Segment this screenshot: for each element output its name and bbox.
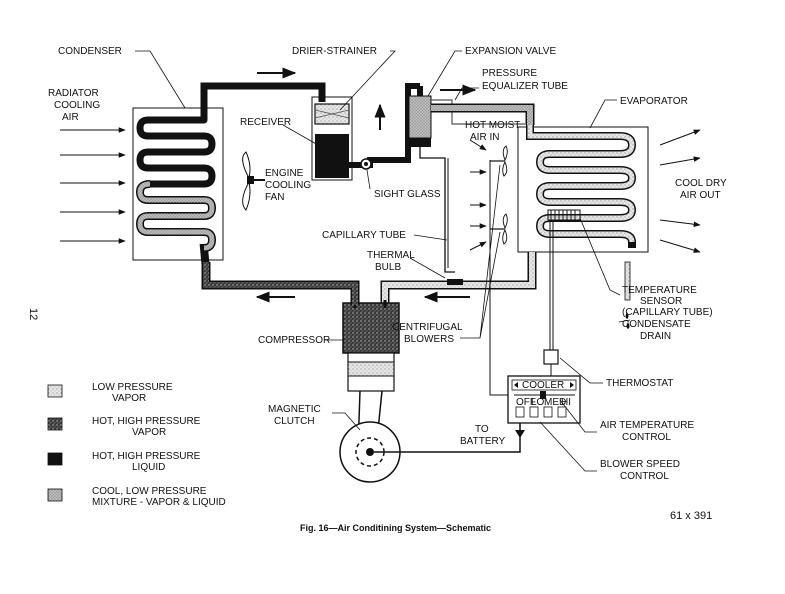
temperature-slider bbox=[540, 391, 546, 399]
figure-caption: Fig. 16—Air Conditining System—Schematic bbox=[300, 523, 491, 533]
legend-low-line1: LOW PRESSURE bbox=[92, 382, 173, 393]
expansion-valve bbox=[408, 95, 432, 139]
label-clutch: CLUTCH bbox=[274, 416, 315, 427]
legend-low-line2: VAPOR bbox=[112, 393, 146, 404]
label-thermal: THERMAL bbox=[367, 250, 415, 261]
label-pressure: PRESSURE bbox=[482, 68, 537, 79]
label-radiator: RADIATOR bbox=[48, 88, 99, 99]
label-sensor: SENSOR bbox=[640, 296, 682, 307]
label-air-out: AIR OUT bbox=[680, 190, 721, 201]
label-engine-cooling: COOLING bbox=[265, 180, 311, 191]
condenser-coil-upper bbox=[136, 92, 216, 188]
label-blower-speed: BLOWER SPEED bbox=[600, 459, 680, 470]
svg-text:OFF: OFF bbox=[516, 397, 536, 408]
leader-lines bbox=[135, 50, 631, 472]
legend-hot-line1: HOT, HIGH PRESSURE bbox=[92, 416, 201, 427]
label-magnetic: MAGNETIC bbox=[268, 404, 321, 415]
legend-swatch-mix bbox=[47, 488, 63, 502]
legend-swatch-liquid bbox=[47, 452, 63, 466]
receiver-tank bbox=[311, 96, 353, 181]
legend-swatch-low bbox=[47, 384, 63, 398]
engine-cooling-fan bbox=[242, 151, 265, 211]
temperature-sensor-coil bbox=[547, 209, 581, 221]
label-capillary-tube: CAPILLARY TUBE bbox=[322, 230, 406, 241]
label-cool-dry: COOL DRY bbox=[675, 178, 727, 189]
page-number: 12 bbox=[27, 308, 39, 320]
label-evaporator: EVAPORATOR bbox=[620, 96, 688, 107]
label-equalizer-tube: EQUALIZER TUBE bbox=[482, 81, 568, 92]
label-air-temperature: AIR TEMPERATURE bbox=[600, 420, 694, 431]
label-hot-moist: HOT MOIST bbox=[465, 120, 520, 131]
capillary-tube bbox=[419, 147, 455, 273]
legend-mix-line2: MIXTURE - VAPOR & LIQUID bbox=[92, 497, 226, 508]
condensate-drain bbox=[624, 261, 631, 301]
label-radiator-air: AIR bbox=[62, 112, 79, 123]
svg-text:MED: MED bbox=[544, 397, 566, 408]
legend: LOW PRESSURE VAPOR HOT, HIGH PRESSURE VA… bbox=[47, 382, 226, 508]
label-drier-strainer: DRIER-STRAINER bbox=[292, 46, 377, 57]
label-fan: FAN bbox=[265, 192, 284, 203]
centrifugal-blowers bbox=[490, 145, 508, 245]
sensor-capillary bbox=[549, 220, 554, 350]
thermal-bulb bbox=[447, 279, 463, 285]
label-air-temp-control: CONTROL bbox=[622, 432, 671, 443]
figure-number: 61 x 391 bbox=[670, 510, 712, 522]
label-engine: ENGINE bbox=[265, 168, 304, 179]
label-battery: BATTERY bbox=[460, 436, 506, 447]
label-sight-glass: SIGHT GLASS bbox=[374, 189, 441, 200]
label-condenser: CONDENSER bbox=[58, 46, 122, 57]
radiator-air-arrows bbox=[60, 127, 126, 244]
label-to: TO bbox=[475, 424, 489, 435]
line-condenser-to-drier bbox=[200, 82, 326, 102]
label-condensate: CONDENSATE bbox=[622, 319, 691, 330]
label-thermostat: THERMOSTAT bbox=[606, 378, 673, 389]
label-temperature: TEMPERATURE bbox=[622, 285, 697, 296]
legend-hot-line2: VAPOR bbox=[132, 427, 166, 438]
thermostat bbox=[543, 349, 559, 365]
label-bulb: BULB bbox=[375, 262, 401, 273]
legend-liquid-line1: HOT, HIGH PRESSURE bbox=[92, 451, 201, 462]
label-air-in: AIR IN bbox=[470, 132, 499, 143]
cool-air-arrows bbox=[659, 129, 701, 253]
label-blowers: BLOWERS bbox=[404, 334, 454, 345]
label-centrifugal: CENTRIFUGAL bbox=[392, 322, 463, 333]
legend-liquid-line2: LIQUID bbox=[132, 462, 165, 473]
hot-air-arrows bbox=[469, 139, 487, 251]
label-receiver: RECEIVER bbox=[240, 117, 291, 128]
label-capillary-tube-paren: (CAPILLARY TUBE) bbox=[622, 307, 713, 318]
label-blower-speed-control: CONTROL bbox=[620, 471, 669, 482]
label-radiator-cooling: COOLING bbox=[54, 100, 100, 111]
svg-text:HI: HI bbox=[561, 397, 571, 408]
blower-switch-labels: OFF LO MED HI bbox=[516, 397, 571, 408]
svg-text:LO: LO bbox=[531, 397, 545, 408]
legend-mix-line1: COOL, LOW PRESSURE bbox=[92, 486, 207, 497]
label-expansion-valve: EXPANSION VALVE bbox=[465, 46, 556, 57]
legend-swatch-hot bbox=[47, 417, 63, 431]
blower-wire bbox=[489, 160, 510, 396]
cooler-label: COOLER bbox=[522, 380, 564, 391]
flow-arrows bbox=[255, 67, 477, 303]
label-compressor: COMPRESSOR bbox=[258, 335, 330, 346]
receiver-liquid bbox=[315, 134, 349, 178]
label-drain: DRAIN bbox=[640, 331, 671, 342]
compressor-body bbox=[342, 302, 400, 354]
